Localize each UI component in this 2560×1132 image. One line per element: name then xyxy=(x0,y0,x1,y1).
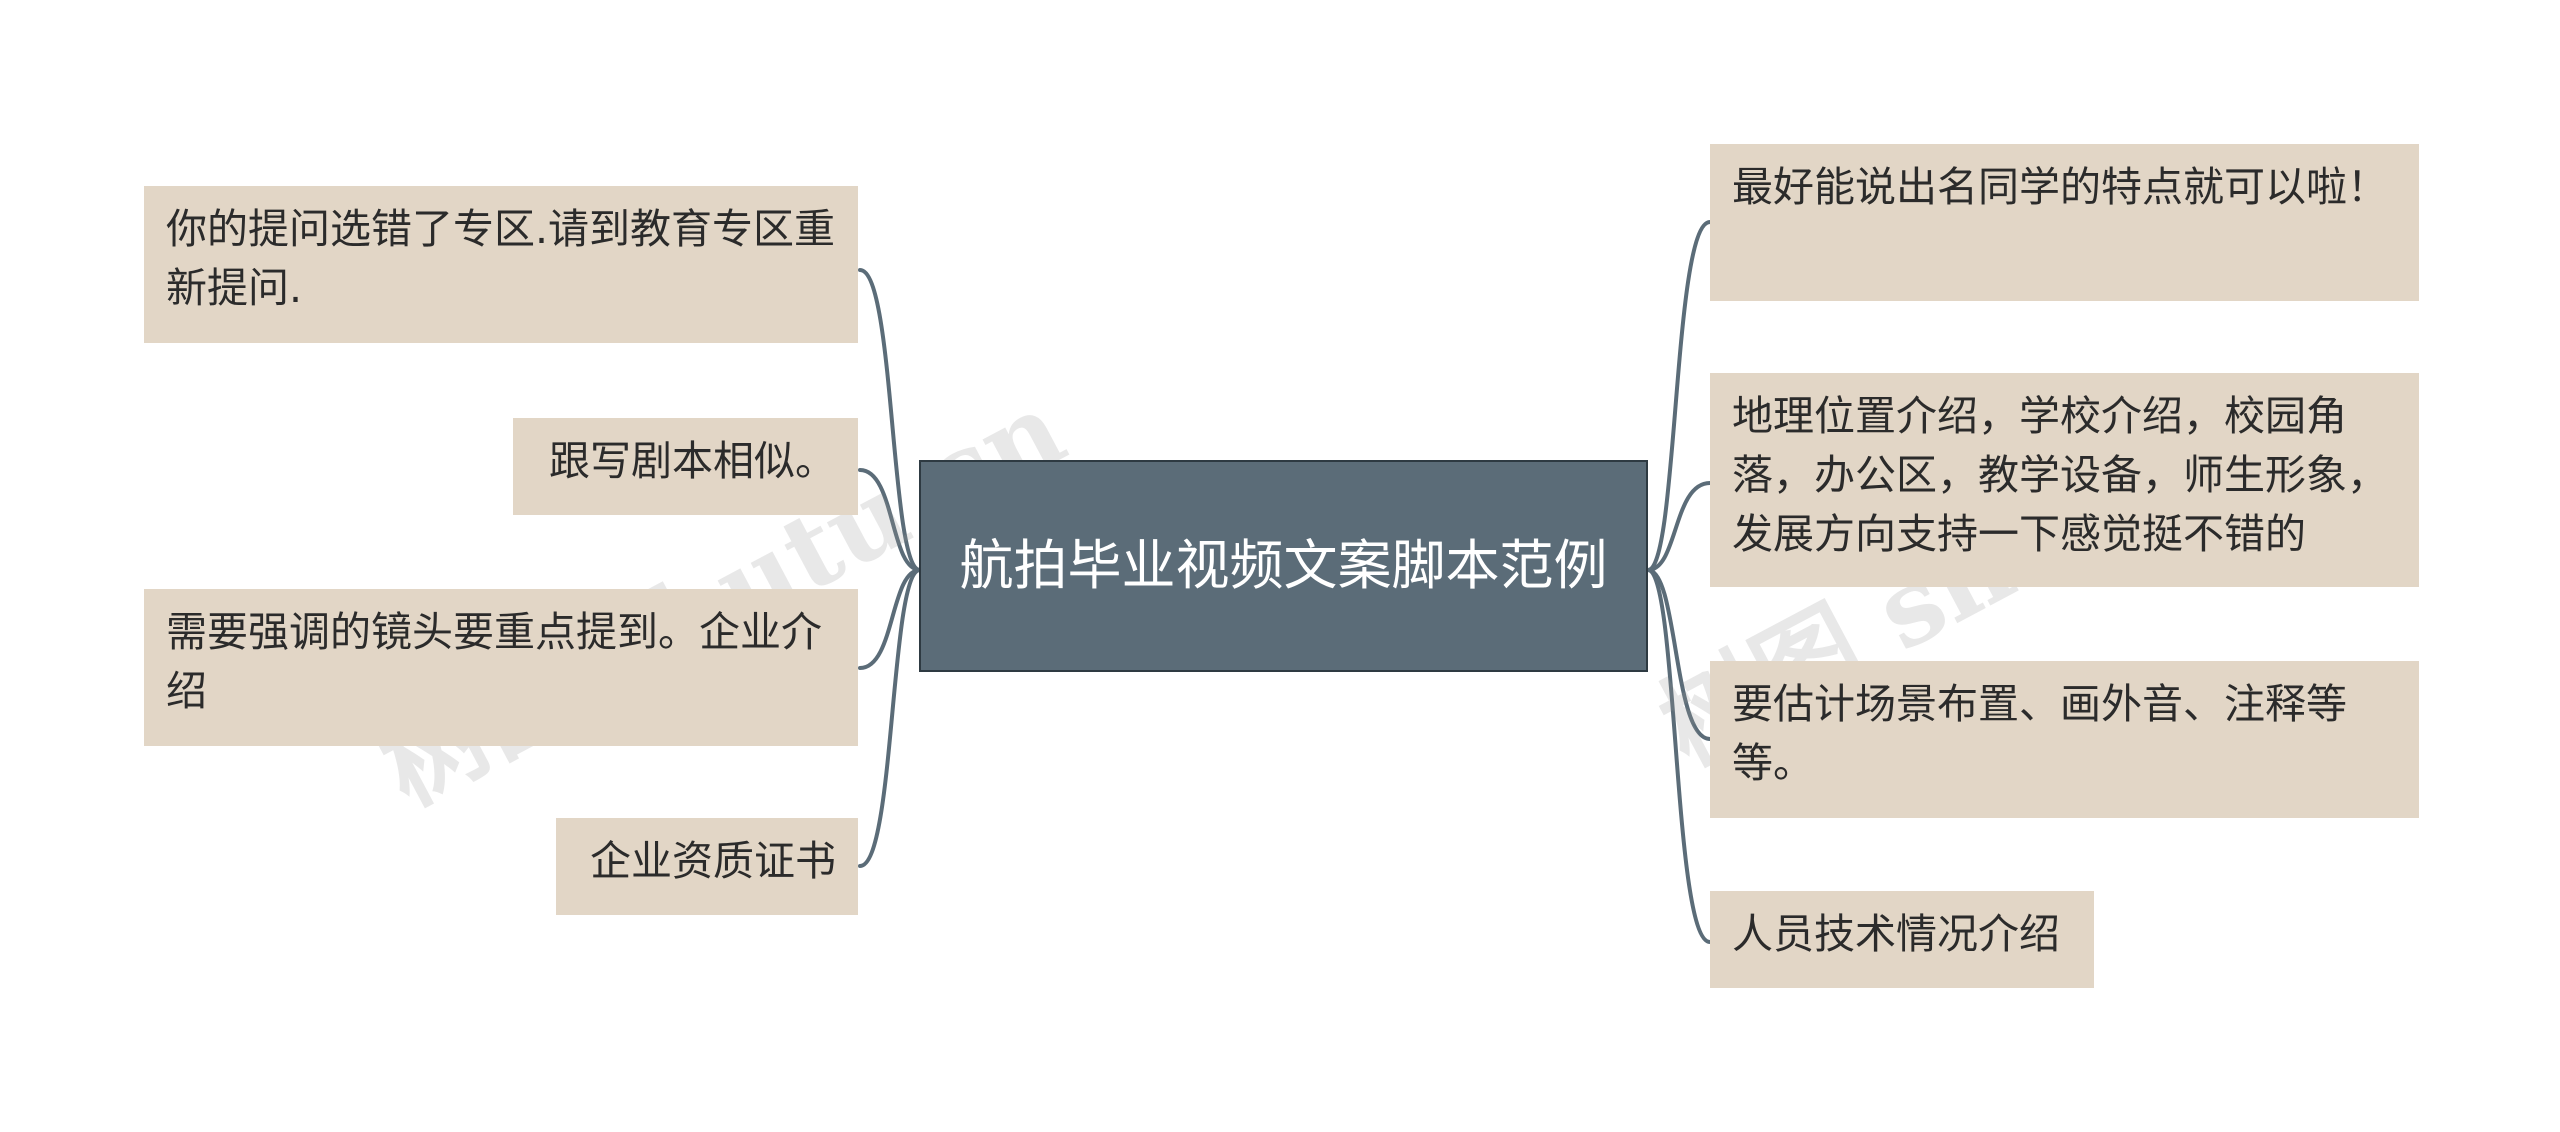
left-node-1[interactable]: 你的提问选错了专区.请到教育专区重新提问. xyxy=(144,186,858,343)
connector-left-3 xyxy=(858,568,922,670)
connector-left-1 xyxy=(858,268,922,572)
connector-right-3 xyxy=(1646,568,1712,741)
central-topic[interactable]: 航拍毕业视频文案脚本范例 xyxy=(919,460,1648,672)
connector-left-2 xyxy=(858,468,922,572)
connector-right-2 xyxy=(1646,481,1712,572)
left-node-2[interactable]: 跟写剧本相似。 xyxy=(513,418,858,515)
right-node-1[interactable]: 最好能说出名同学的特点就可以啦！ xyxy=(1710,144,2419,301)
connector-left-4 xyxy=(858,568,922,868)
connector-right-1 xyxy=(1646,220,1712,572)
right-node-2[interactable]: 地理位置介绍，学校介绍，校园角落，办公区，教学设备，师生形象，发展方向支持一下感… xyxy=(1710,373,2419,587)
central-topic-label: 航拍毕业视频文案脚本范例 xyxy=(959,534,1608,597)
right-node-3[interactable]: 要估计场景布置、画外音、注释等等。 xyxy=(1710,661,2419,818)
left-node-4[interactable]: 企业资质证书 xyxy=(556,818,858,915)
connector-right-4 xyxy=(1646,568,1712,944)
right-node-4[interactable]: 人员技术情况介绍 xyxy=(1710,891,2094,988)
left-node-3[interactable]: 需要强调的镜头要重点提到。企业介绍 xyxy=(144,589,858,746)
